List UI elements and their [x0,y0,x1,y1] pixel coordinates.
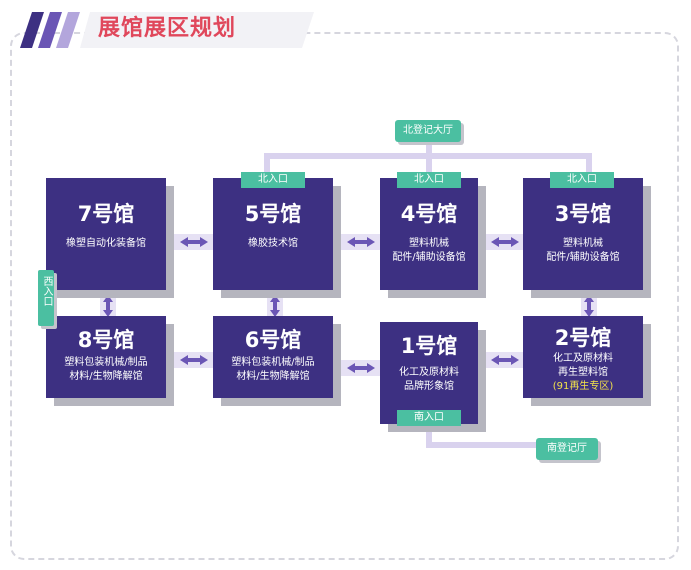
link-1-2 [486,352,524,368]
double-arrow-icon [491,237,519,247]
north-entrance-4: 北入口 [397,172,461,188]
hall-8-desc-line: 材料/生物降解馆 [69,371,143,382]
link-5-4 [341,234,381,250]
title-decoration-icon [20,12,314,48]
hall-2[interactable]: 2号馆 化工及原材料 再生塑料馆 (91再生专区) [523,316,643,398]
page-title: 展馆展区规划 [98,16,237,41]
hall-3-desc: 塑料机械 配件/辅助设备馆 [523,237,643,265]
hall-8-desc-line: 塑料包装机械/制品 [64,357,148,368]
link-5-6 [267,295,283,317]
north-corridor-drop-5 [264,153,270,173]
hall-5-title: 5号馆 [244,202,302,226]
double-arrow-icon [491,355,519,365]
title-banner: 展馆展区规划 [18,8,318,52]
south-registration-hall: 南登记厅 [536,438,598,460]
hall-8-desc: 塑料包装机械/制品 材料/生物降解馆 [46,356,166,384]
hall-4-title: 4号馆 [400,202,458,226]
hall-2-title: 2号馆 [554,326,612,350]
hall-6-desc: 塑料包装机械/制品 材料/生物降解馆 [213,356,333,384]
north-registration-hall: 北登记大厅 [395,120,461,142]
hall-6-title: 6号馆 [244,328,302,352]
hall-6-desc-line: 材料/生物降解馆 [236,371,310,382]
hall-1[interactable]: 1号馆 化工及原材料 品牌形象馆 [380,322,478,424]
hall-4-desc-line: 配件/辅助设备馆 [392,252,466,263]
hall-3-desc-line: 配件/辅助设备馆 [546,252,620,263]
hall-2-desc-line: 再生塑料馆 [558,367,608,378]
hall-2-note: (91再生专区) [552,381,614,392]
link-6-1 [341,360,381,376]
hall-7-title: 7号馆 [77,202,135,226]
hall-4[interactable]: 4号馆 塑料机械 配件/辅助设备馆 [380,178,478,290]
hall-7[interactable]: 7号馆 橡塑自动化装备馆 [46,178,166,290]
north-entrance-5: 北入口 [241,172,305,188]
hall-3-title: 3号馆 [554,202,612,226]
west-entrance: 西入口 [38,270,54,326]
hall-8[interactable]: 8号馆 塑料包装机械/制品 材料/生物降解馆 [46,316,166,398]
south-corridor [426,442,538,448]
double-arrow-icon [180,237,208,247]
link-4-3 [486,234,524,250]
link-8-6 [174,352,214,368]
vertical-double-arrow-icon [270,295,280,317]
vertical-double-arrow-icon [584,295,594,317]
hall-7-desc: 橡塑自动化装备馆 [46,237,166,251]
hall-2-desc: 化工及原材料 再生塑料馆 [523,352,643,380]
hall-1-desc: 化工及原材料 品牌形象馆 [380,366,478,394]
link-7-5 [174,234,214,250]
link-3-2 [581,295,597,317]
double-arrow-icon [180,355,208,365]
hall-6[interactable]: 6号馆 塑料包装机械/制品 材料/生物降解馆 [213,316,333,398]
north-corridor-drop-3 [586,153,592,173]
hall-8-title: 8号馆 [77,328,135,352]
plan-frame [10,32,679,560]
south-corridor-drop [426,424,432,448]
vertical-double-arrow-icon [103,295,113,317]
hall-5[interactable]: 5号馆 橡胶技术馆 [213,178,333,290]
hall-7-desc-line: 橡塑自动化装备馆 [66,238,146,249]
hall-4-desc: 塑料机械 配件/辅助设备馆 [380,237,478,265]
north-corridor-drop-4 [426,140,432,173]
hall-2-desc-line: 化工及原材料 [553,353,613,364]
hall-5-desc: 橡胶技术馆 [213,237,333,251]
hall-5-desc-line: 橡胶技术馆 [248,238,298,249]
north-entrance-3: 北入口 [550,172,614,188]
south-entrance-1: 南入口 [397,410,461,426]
hall-1-title: 1号馆 [400,334,458,358]
hall-1-desc-line: 品牌形象馆 [404,381,454,392]
hall-3[interactable]: 3号馆 塑料机械 配件/辅助设备馆 [523,178,643,290]
west-entrance-label: 西入口 [41,276,52,306]
link-7-8 [100,295,116,317]
hall-4-desc-line: 塑料机械 [409,238,449,249]
double-arrow-icon [347,363,375,373]
hall-6-desc-line: 塑料包装机械/制品 [231,357,315,368]
hall-1-desc-line: 化工及原材料 [399,367,459,378]
double-arrow-icon [347,237,375,247]
hall-3-desc-line: 塑料机械 [563,238,603,249]
